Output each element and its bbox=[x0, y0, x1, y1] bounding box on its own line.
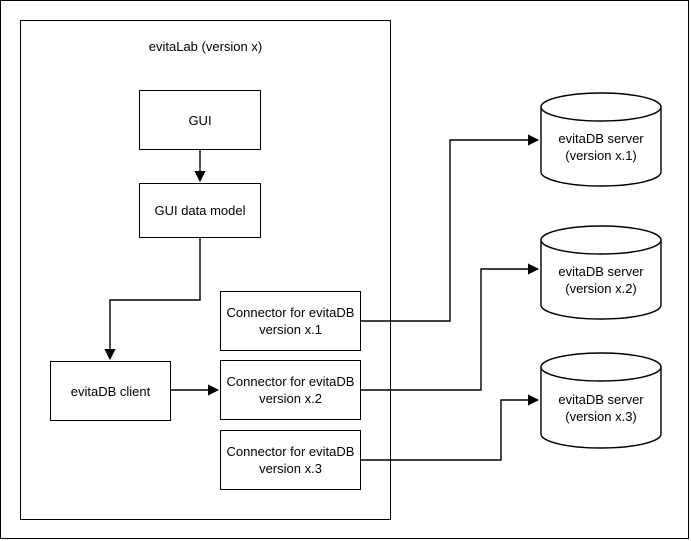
box-connector-evitadb-x2[interactable]: Connector for evitaDB version x.2 bbox=[220, 360, 361, 420]
cylinder-label: evitaDB server (version x.2) bbox=[558, 249, 643, 297]
cylinder-label: evitaDB server (version x.1) bbox=[558, 116, 643, 164]
server-name: evitaDB server bbox=[558, 130, 644, 146]
cylinder-evitadb-server-x2[interactable]: evitaDB server (version x.2) bbox=[540, 225, 662, 320]
server-version: (version x.2) bbox=[565, 280, 637, 296]
cylinder-evitadb-server-x3[interactable]: evitaDB server (version x.3) bbox=[540, 352, 662, 449]
box-connector-evitadb-x1[interactable]: Connector for evitaDB version x.1 bbox=[220, 291, 361, 351]
box-connector-evitadb-x3[interactable]: Connector for evitaDB version x.3 bbox=[220, 430, 361, 490]
box-gui[interactable]: GUI bbox=[139, 90, 261, 150]
cylinder-label: evitaDB server (version x.3) bbox=[558, 377, 643, 425]
database-cylinder-icon bbox=[540, 225, 662, 320]
box-gui-data-model[interactable]: GUI data model bbox=[139, 183, 261, 238]
database-cylinder-icon bbox=[540, 92, 662, 187]
server-version: (version x.3) bbox=[565, 408, 637, 424]
server-name: evitaDB server bbox=[558, 391, 644, 407]
server-version: (version x.1) bbox=[565, 147, 637, 163]
evitalab-container-label: evitaLab (version x) bbox=[148, 39, 263, 54]
database-cylinder-icon bbox=[540, 352, 662, 449]
box-evitadb-client[interactable]: evitaDB client bbox=[50, 361, 171, 421]
server-name: evitaDB server bbox=[558, 263, 644, 279]
cylinder-evitadb-server-x1[interactable]: evitaDB server (version x.1) bbox=[540, 92, 662, 187]
